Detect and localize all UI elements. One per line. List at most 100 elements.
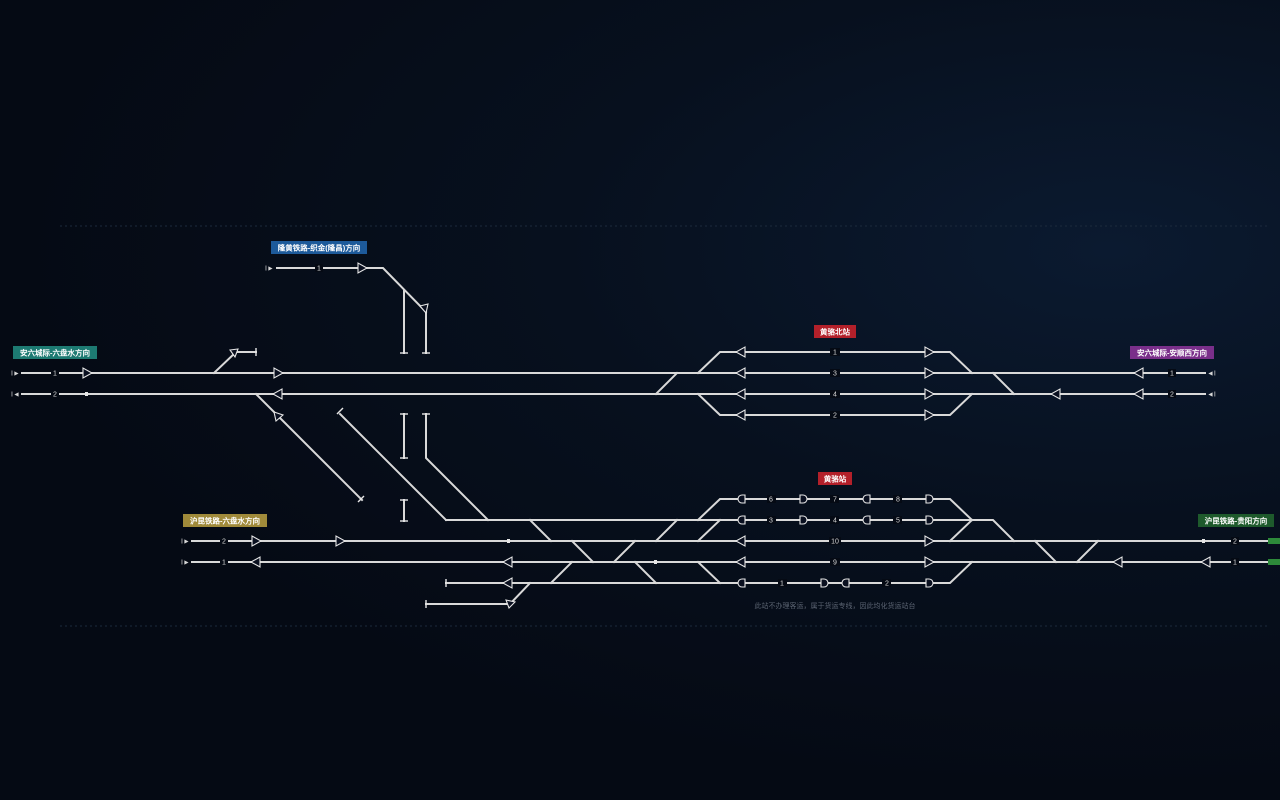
signal-icon — [862, 515, 871, 525]
signal-icon — [251, 535, 263, 547]
direction-label-longhuang-bg — [271, 241, 367, 254]
track-number: 2 — [885, 581, 889, 588]
track-number: 2 — [222, 539, 226, 546]
track-number: 1 — [53, 371, 57, 378]
signal-icon — [925, 494, 934, 504]
station-note: 此站不办理客运，属于货运专线，因此均化货运站台 — [755, 601, 916, 610]
direction-label-huguan-east: 沪昆铁路-贵阳方向 — [1205, 516, 1268, 526]
signals — [82, 262, 1211, 609]
dwarf-signals — [737, 494, 934, 588]
signal-icon — [249, 556, 261, 568]
connector-diag-c — [425, 413, 490, 522]
direction-label-anliu-east: 安六城际-安顺西方向 — [1137, 348, 1207, 358]
signal-icon — [1132, 367, 1144, 379]
north-crossover-west — [654, 371, 679, 396]
signal-icon — [229, 348, 239, 359]
hl-xo-5 — [633, 560, 658, 585]
direction-label-huguan-west-bg — [183, 514, 267, 527]
signal-icon — [924, 556, 936, 568]
signal-icon — [271, 388, 283, 400]
signal-icon — [841, 578, 850, 588]
track-marker — [1202, 539, 1205, 543]
signal-icon — [925, 515, 934, 525]
labels: 隆黄铁路-织金(隆昌)方向 安六城际-六盘水方向 安六城际-安顺西方向 沪昆铁路… — [13, 241, 1274, 610]
track-number: 7 — [833, 497, 837, 504]
hl-xo-10 — [1033, 539, 1058, 564]
track-numbers: 1 1 2 1 3 4 2 1 2 6 7 8 3 4 5 10 9 1 — [51, 264, 1239, 588]
track-end-arrow-icon: I◄ — [11, 392, 20, 399]
track-number: 1 — [317, 266, 321, 273]
track-end-arrow-icon: I► — [181, 539, 190, 546]
signal-icon — [737, 494, 746, 504]
longhuang-track — [276, 267, 428, 314]
signal-icon — [273, 367, 285, 379]
track-marker — [507, 539, 510, 543]
hl-xo-6 — [654, 518, 679, 543]
hl-xo-2 — [570, 539, 595, 564]
track-marker — [85, 392, 88, 396]
track-end-arrow-icon — [1268, 538, 1280, 544]
track-ends: I► I► I◄ ◄I ◄I I► I► — [11, 266, 1280, 567]
signal-icon — [734, 367, 746, 379]
hl-xo-4 — [549, 560, 574, 585]
track-number: 8 — [896, 497, 900, 504]
signal-icon — [734, 535, 746, 547]
signal-icon — [335, 535, 347, 547]
track-number: 1 — [780, 581, 784, 588]
track-number: 3 — [833, 371, 837, 378]
track-end-arrow-icon: I► — [265, 266, 274, 273]
hl-xo-11 — [1075, 539, 1100, 564]
signal-icon — [734, 388, 746, 400]
station-label-huangluo-north: 黄骆北站 — [820, 327, 850, 337]
signal-icon — [924, 388, 936, 400]
signal-icon — [1049, 388, 1061, 400]
hl-track-3-5 — [445, 519, 1016, 543]
track-end-arrow-icon: ◄I — [1207, 392, 1216, 399]
signal-icon — [820, 578, 829, 588]
track-number: 4 — [833, 518, 837, 525]
hl-xo-7 — [696, 518, 722, 543]
direction-label-huguan-west: 沪昆铁路-六盘水方向 — [190, 516, 260, 526]
track-number: 2 — [1233, 539, 1237, 546]
buffer-stop-icon — [357, 495, 365, 503]
signal-icon — [734, 346, 746, 358]
signal-icon — [799, 494, 808, 504]
signal-icon — [1132, 388, 1144, 400]
buffer-stops — [255, 348, 447, 608]
track-number: 2 — [1170, 392, 1174, 399]
hl-xo-8 — [696, 560, 722, 585]
track-number: 9 — [833, 560, 837, 567]
signal-icon — [273, 411, 285, 423]
signal-icon — [799, 515, 808, 525]
station-label-huangluo-bg — [818, 472, 852, 485]
track-end-arrow-icon — [1268, 559, 1280, 565]
signal-icon — [1111, 556, 1123, 568]
station-label-huangluo: 黄骆站 — [824, 474, 847, 484]
tracks — [21, 267, 1273, 605]
signal-icon — [924, 367, 936, 379]
track-number: 1 — [222, 560, 226, 567]
signal-icon — [862, 494, 871, 504]
direction-label-longhuang: 隆黄铁路-织金(隆昌)方向 — [278, 243, 361, 253]
track-number: 5 — [896, 518, 900, 525]
signal-icon — [734, 409, 746, 421]
connector-diag-a — [278, 416, 364, 502]
signal-icon — [82, 367, 94, 379]
direction-label-anliu-west-bg — [13, 346, 97, 359]
north-crossover-east — [991, 371, 1016, 396]
signal-icon — [419, 303, 429, 315]
track-end-arrow-icon: I► — [181, 560, 190, 567]
signal-icon — [501, 556, 513, 568]
track-number: 3 — [769, 518, 773, 525]
signal-icon — [924, 346, 936, 358]
track-end-arrow-icon: ◄I — [1207, 371, 1216, 378]
signal-icon — [924, 409, 936, 421]
track-number: 2 — [53, 392, 57, 399]
signal-icon — [925, 578, 934, 588]
buffer-stop-icon — [336, 407, 344, 415]
track-marker — [654, 560, 657, 564]
signal-icon — [737, 515, 746, 525]
direction-label-anliu-west: 安六城际-六盘水方向 — [20, 348, 90, 358]
signal-icon — [924, 535, 936, 547]
